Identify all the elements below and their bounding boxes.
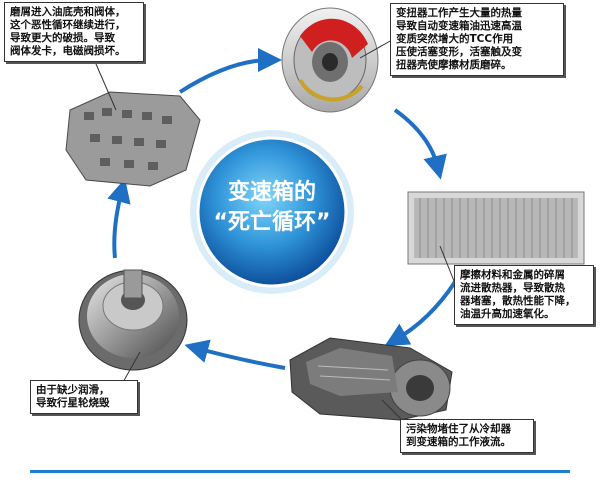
planetary-gear-illustration <box>78 269 188 371</box>
center-badge <box>190 130 354 294</box>
callout-line: 油温升高加速氧化。 <box>460 308 555 320</box>
callout-line: 到变速箱的工作液流。 <box>406 436 511 448</box>
transmission-illustration <box>289 337 453 421</box>
torque-converter-illustration <box>281 7 379 113</box>
radiator-illustration <box>407 191 585 265</box>
callout-transmission: 污染物堵住了从冷却器 到变速箱的工作液流。 <box>400 419 534 453</box>
arrow-radiator-to-transmission <box>384 280 457 346</box>
callout-line: 流进散热器，导致散热 <box>460 282 565 294</box>
arrow-transmission-to-gear <box>184 339 286 370</box>
callout-line: 摩擦材料和金属的碎屑 <box>460 269 565 281</box>
callout-line: 器堵塞，散热性能下降， <box>460 295 576 307</box>
callout-line: 变扭器工作产生大量的热量 <box>396 7 522 19</box>
callout-line: 压使活塞变形，活塞触及变 <box>396 46 522 58</box>
callout-line: 导致更大的破损。导致 <box>10 32 115 44</box>
callout-line: 阀体发卡，电磁阀损坏。 <box>10 45 126 57</box>
arrow-converter-to-radiator <box>393 108 447 180</box>
callout-planetary-gear: 由于缺少润滑， 导致行星轮烧毁 <box>30 380 138 414</box>
center-title-line2: “死亡循环” <box>213 210 331 235</box>
valve-body-illustration <box>65 91 201 187</box>
callout-line: 导致自动变速箱油迅速高温 <box>396 20 522 32</box>
callout-line: 由于缺少润滑， <box>36 384 110 396</box>
center-title-line1: 变速箱的 <box>227 180 316 205</box>
callout-valve-body: 磨屑进入油底壳和阀体， 这个恶性循环继续进行， 导致更大的破损。导致 阀体发卡，… <box>4 2 144 62</box>
arrow-valve-to-converter <box>178 48 282 94</box>
cycle-arrows <box>107 48 457 370</box>
callout-line: 磨屑进入油底壳和阀体， <box>10 6 126 18</box>
center-title: 变速箱的 “死亡循环” <box>190 164 354 260</box>
callout-radiator: 摩擦材料和金属的碎屑 流进散热器，导致散热 器堵塞，散热性能下降， 油温升高加速… <box>454 265 594 325</box>
callout-line: 变质突然增大的TCC作用 <box>396 33 514 45</box>
callout-line: 这个恶性循环继续进行， <box>10 19 126 31</box>
arrow-gear-to-valve <box>107 178 131 259</box>
callout-line: 扭器壳使摩擦材质磨碎。 <box>396 59 512 71</box>
callout-line: 污染物堵住了从冷却器 <box>406 423 511 435</box>
callout-line: 导致行星轮烧毁 <box>36 397 110 409</box>
footer-rule <box>30 470 570 473</box>
callout-torque-converter: 变扭器工作产生大量的热量 导致自动变速箱油迅速高温 变质突然增大的TCC作用 压… <box>390 3 564 76</box>
